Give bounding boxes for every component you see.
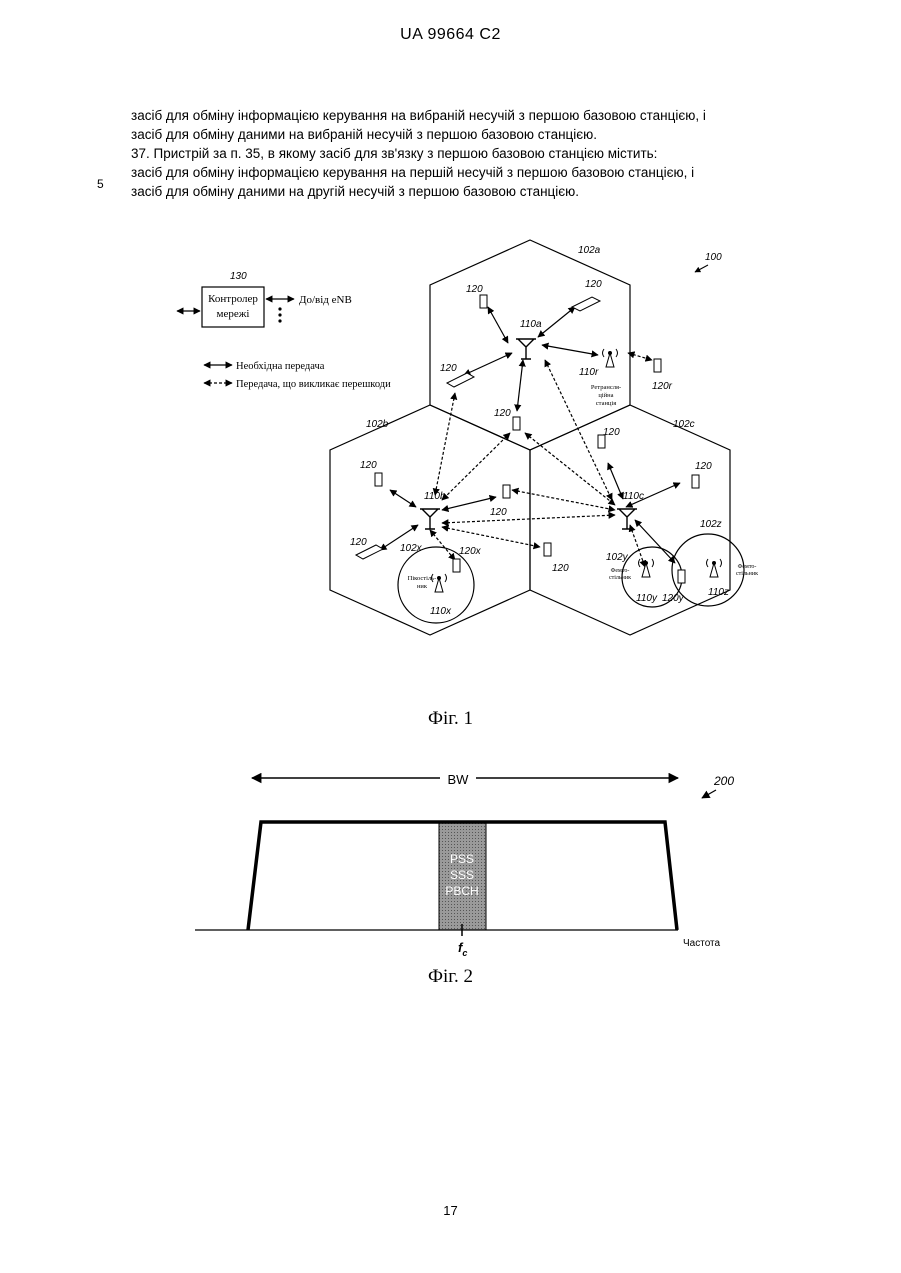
ref-120: 120 xyxy=(360,460,377,471)
controller-label-2: мережі xyxy=(217,308,250,320)
ref-120: 120 xyxy=(695,461,712,472)
relay-label-3: станція xyxy=(596,400,616,407)
ref-110c: 110c xyxy=(623,491,644,502)
ref-120x: 120x xyxy=(459,546,482,557)
ue-phone-icon xyxy=(678,570,685,583)
ref-120y: 120y xyxy=(662,593,685,604)
laptop-icon xyxy=(572,297,600,311)
fc-label: fc xyxy=(458,940,467,958)
bw-label: BW xyxy=(448,772,470,787)
ref-102a: 102a xyxy=(578,245,601,256)
pss-label: PSS xyxy=(450,852,474,866)
legend-dashed-label: Передача, що викликає перешкоди xyxy=(236,379,391,390)
ue-phone-icon xyxy=(375,473,382,486)
ref-120: 120 xyxy=(552,563,569,574)
relay-label-2: ційна xyxy=(598,392,613,399)
ref-120: 120 xyxy=(585,279,602,290)
ref-100-arrow xyxy=(695,265,708,272)
ue-phone-icon xyxy=(453,559,460,572)
femto-z-label-2: стільник xyxy=(736,571,758,577)
legend-solid-label: Необхідна передача xyxy=(236,361,325,372)
pico-label-2: ник xyxy=(417,583,428,590)
ref-120: 120 xyxy=(490,507,507,518)
controller-link-label: До/від eNB xyxy=(299,294,352,306)
figure-2-spectrum-diagram: BW 200 PSS SSS PBCH fc Частота xyxy=(190,760,750,970)
text-line: засіб для обміну інформацією керування н… xyxy=(131,163,811,182)
ref-102b: 102b xyxy=(366,419,389,430)
ue-phone-icon xyxy=(503,485,510,498)
ref-110x: 110x xyxy=(430,606,452,617)
ref-102x: 102x xyxy=(400,543,423,554)
ref-120: 120 xyxy=(440,363,457,374)
sss-label: SSS xyxy=(450,868,474,882)
relay-label-1: Ретрансля- xyxy=(591,384,621,391)
ref-120r: 120r xyxy=(652,381,673,392)
laptop-icon xyxy=(447,373,474,387)
ue-phone-icon xyxy=(654,359,661,372)
ue-phone-icon xyxy=(513,417,520,430)
base-station-110c-icon xyxy=(617,509,637,529)
ref-102z: 102z xyxy=(700,519,722,530)
ue-phone-icon xyxy=(692,475,699,488)
page-number: 17 xyxy=(0,1203,901,1218)
ref-102y: 102y xyxy=(606,552,629,563)
text-line: засіб для обміну даними на другій несучі… xyxy=(131,182,811,201)
frequency-axis-label: Частота xyxy=(683,938,721,949)
controller-label-1: Контролер xyxy=(208,293,258,305)
ref-110r: 110r xyxy=(579,367,599,378)
ref-110b: 110b xyxy=(424,491,446,502)
text-line: засіб для обміну даними на вибраній несу… xyxy=(131,125,811,144)
pbch-label: PBCH xyxy=(445,884,478,898)
figure-1-caption: Фіг. 1 xyxy=(0,708,901,730)
ue-phone-icon xyxy=(544,543,551,556)
ref-102c: 102c xyxy=(673,419,695,430)
ref-130: 130 xyxy=(230,271,247,282)
ref-120: 120 xyxy=(350,537,367,548)
ref-120: 120 xyxy=(494,408,511,419)
text-line: 37. Пристрій за п. 35, в якому засіб для… xyxy=(131,144,811,163)
ref-100: 100 xyxy=(705,252,722,263)
femto-y-label-2: стільник xyxy=(609,575,631,581)
figure-2-caption: Фіг. 2 xyxy=(0,966,901,988)
femto-y-label-1: Фемто- xyxy=(611,568,630,574)
line-number: 5 xyxy=(97,177,104,191)
ref-110y: 110y xyxy=(636,593,658,604)
femto-station-110z-icon xyxy=(707,559,722,577)
text-line: засіб для обміну інформацією керування н… xyxy=(131,106,811,125)
base-station-110a-icon xyxy=(516,339,536,359)
femto-station-110y-icon xyxy=(639,559,654,577)
ref-200: 200 xyxy=(713,774,734,788)
base-station-110b-icon xyxy=(420,509,440,529)
ref-110a: 110a xyxy=(520,319,542,330)
relay-station-110r-icon xyxy=(603,349,618,367)
ref-110z: 110z xyxy=(708,587,729,598)
ref-200-arrow xyxy=(702,790,716,798)
claims-text: засіб для обміну інформацією керування н… xyxy=(131,106,811,201)
pico-label-1: Пікостіль- xyxy=(408,575,437,582)
femto-z-label-1: Фемто- xyxy=(738,564,757,570)
figure-1-network-diagram: 102a 102b 102c 100 130 Контролер мережі … xyxy=(160,225,780,655)
ref-120: 120 xyxy=(466,284,483,295)
patent-number-header: UA 99664 C2 xyxy=(0,26,901,44)
ue-phone-icon xyxy=(480,295,487,308)
ref-120: 120 xyxy=(603,427,620,438)
